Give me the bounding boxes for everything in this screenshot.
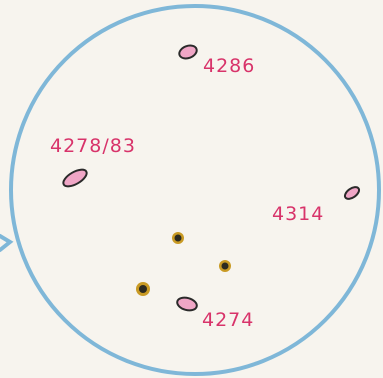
field-of-view-circle bbox=[9, 4, 381, 376]
field-edge-mark bbox=[0, 234, 14, 252]
star-dot bbox=[136, 282, 150, 296]
star-dot bbox=[172, 232, 184, 244]
star-dot bbox=[219, 260, 231, 272]
galaxy-marker-4274 bbox=[176, 296, 198, 312]
label-4314: 4314 bbox=[272, 203, 324, 225]
label-4274: 4274 bbox=[202, 309, 254, 331]
label-4278-83: 4278/83 bbox=[50, 135, 136, 157]
galaxy-marker-4278-83 bbox=[62, 168, 88, 188]
label-4286: 4286 bbox=[203, 55, 255, 77]
galaxy-marker-4286 bbox=[178, 44, 198, 60]
galaxy-marker-4314 bbox=[343, 186, 361, 200]
